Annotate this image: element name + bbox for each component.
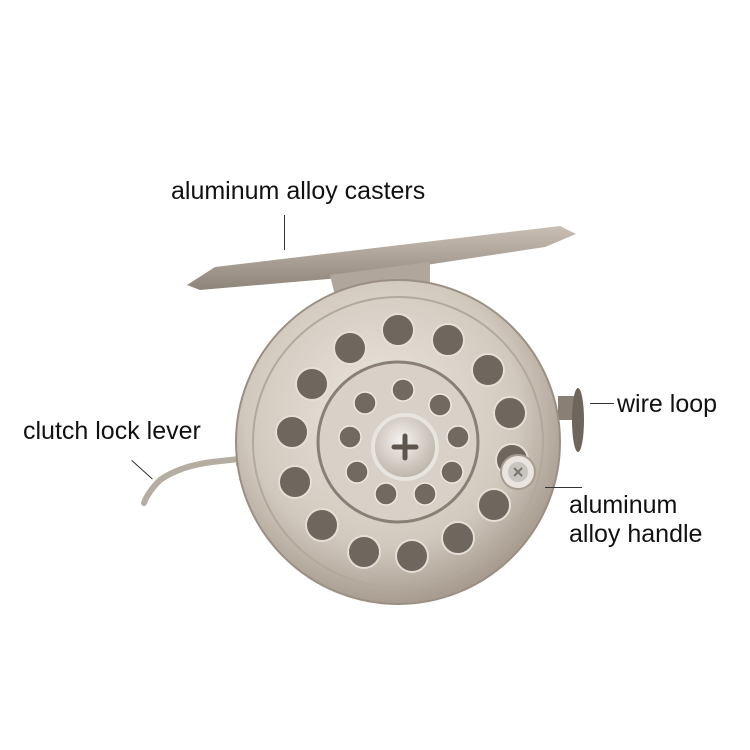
wire-leader-line [590, 403, 614, 404]
reel-handle [500, 454, 536, 490]
label-aluminum-alloy-handle-line1: aluminum [569, 491, 678, 519]
label-wire-loop: wire loop [617, 390, 718, 418]
label-aluminum-alloy-handle-line2: alloy handle [569, 520, 703, 548]
wire-loop [558, 388, 584, 452]
handle-leader-line [545, 487, 582, 488]
label-aluminum-alloy-casters: aluminum alloy casters [171, 177, 426, 205]
label-clutch-lock-lever: clutch lock lever [23, 417, 201, 445]
clutch-lever [141, 455, 251, 506]
reel-spool [235, 279, 561, 605]
casters-leader-line [284, 215, 285, 250]
